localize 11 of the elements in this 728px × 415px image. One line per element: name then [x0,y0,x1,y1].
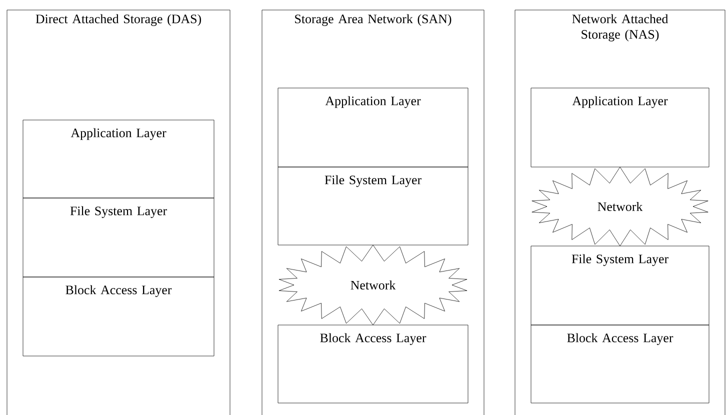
layer-box: Block Access Layer [22,276,214,356]
layer-box: Block Access Layer [278,324,468,404]
network-cloud: Network [278,244,468,326]
layer-box: Block Access Layer [530,324,710,404]
layer-box: Application Layer [22,120,214,198]
layer-box: Application Layer [530,88,710,168]
layer-box: File System Layer [22,198,214,278]
layer-box: File System Layer [278,166,468,246]
network-cloud: Network [532,166,708,246]
layer-box: Application Layer [278,88,468,168]
layer-box: File System Layer [530,246,710,326]
